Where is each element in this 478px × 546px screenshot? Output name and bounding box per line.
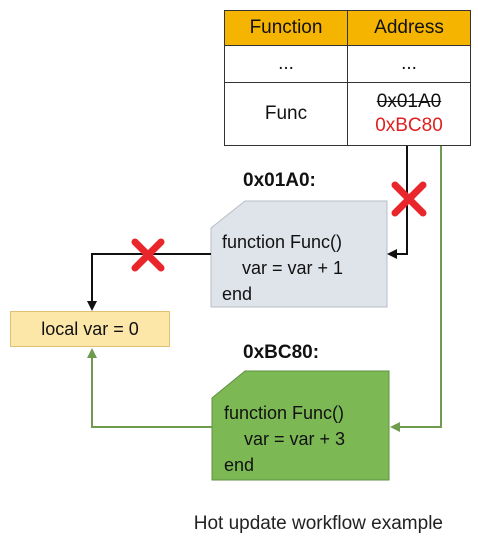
code-line: end — [222, 284, 253, 304]
local-var-box: local var = 0 — [10, 311, 170, 347]
new-code-text: function Func() var = var + 3 end — [224, 400, 345, 478]
old-address-arrow — [387, 145, 408, 259]
code-line: function Func() — [222, 232, 343, 252]
code-line: function Func() — [224, 403, 345, 423]
code-line: end — [224, 455, 255, 475]
old-address: 0x01A0 — [376, 91, 442, 112]
figure-caption: Hot update workflow example — [193, 513, 443, 534]
cell-function: ... — [224, 45, 348, 83]
code-line: var = var + 1 — [222, 258, 344, 278]
table-row: ... ... — [224, 45, 471, 83]
table-header-row: Function Address — [224, 10, 471, 46]
old-code-block — [210, 200, 388, 308]
column-header-address: Address — [347, 10, 471, 46]
new-block-address-label: 0xBC80: — [243, 342, 320, 363]
old-to-local-arrow — [87, 253, 211, 311]
cell-function: Func — [224, 82, 348, 146]
old-code-text: function Func() var = var + 1 end — [222, 229, 343, 307]
new-address: 0xBC80 — [375, 115, 443, 136]
old-block-address-label: 0x01A0: — [243, 170, 316, 191]
cell-address: 0x01A0 0xBC80 — [347, 82, 471, 146]
function-address-table: Function Address ... ... Func 0x01A0 0xB… — [224, 10, 471, 146]
code-line: var = var + 3 — [224, 429, 346, 449]
cross-mark-icon — [131, 238, 165, 272]
table-row: Func 0x01A0 0xBC80 — [224, 82, 471, 146]
new-code-block — [211, 370, 390, 481]
cell-address: ... — [347, 45, 471, 83]
new-address-arrow — [390, 145, 442, 432]
new-to-local-arrow — [87, 348, 212, 428]
column-header-function: Function — [224, 10, 348, 46]
cross-mark-icon — [391, 181, 427, 217]
